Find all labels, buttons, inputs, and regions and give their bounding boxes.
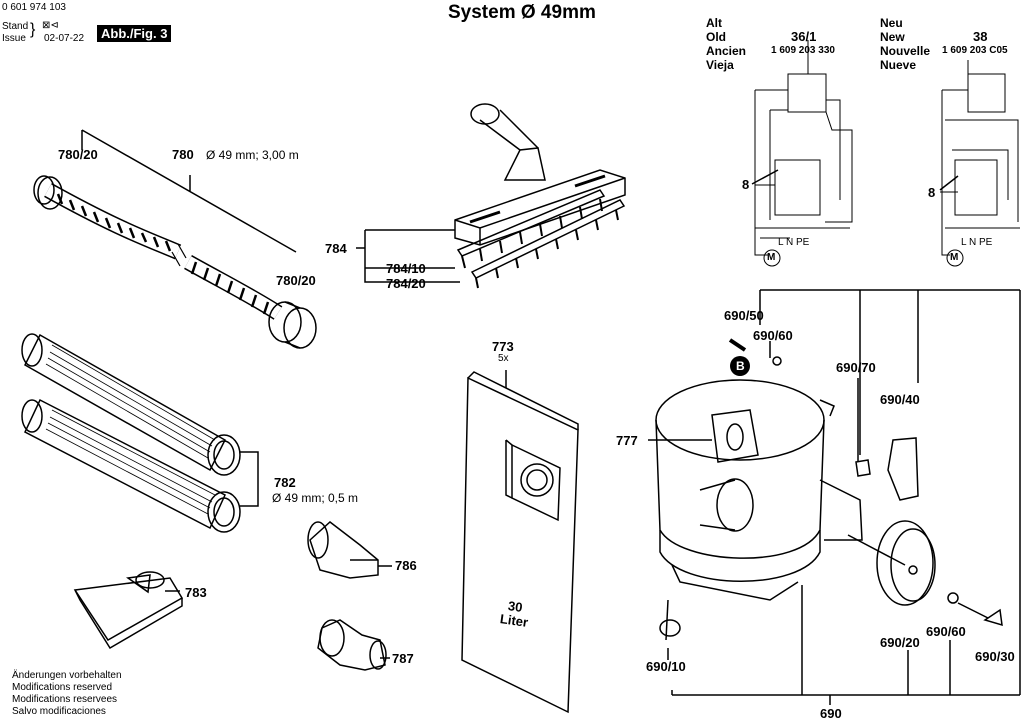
lang-right-2: Nouvelle [880,44,931,58]
figure-label: Abb./Fig. 3 [97,25,172,42]
footer-note-3: Salvo modificaciones [12,706,106,717]
board-label-left: 8 [742,177,750,192]
brace-icon: } [30,21,36,38]
footer-note-2: Modifications reservees [12,694,118,705]
container-690-drawing [655,338,1003,641]
label-780-20-bottom: 780/20 [276,273,316,288]
label-773-qty: 5x [498,353,509,364]
label-777: 777 [616,433,638,448]
marker-b-symbol [730,356,750,376]
marker-b: B [736,359,745,373]
terminals-right: L N PE [961,237,993,248]
extension-tubes-782-drawing [21,333,241,533]
gulley-nozzle-783-drawing [73,571,184,650]
label-690-20: 690/20 [880,635,920,650]
label-780-20-top: 780/20 [58,147,98,162]
label-773: 773 [492,339,514,354]
part-number: 0 601 974 103 [2,2,66,13]
page-title: System Ø 49mm [448,2,596,23]
label-690-60-bottom: 690/60 [926,624,966,639]
old-circuit-schematic [754,40,853,267]
issue-date: 02-07-22 [44,33,85,44]
crevice-nozzle-786-drawing [307,521,379,579]
board-label-right: 8 [928,185,936,200]
lang-left-0: Alt [706,16,722,30]
new-part-number: 1 609 203 C05 [942,45,1008,56]
hose-780-drawing [33,175,317,349]
filter-bag-773-drawing [461,371,579,714]
label-690-60-top: 690/60 [753,328,793,343]
label-787: 787 [392,651,414,666]
label-784-20: 784/20 [386,276,426,291]
label-786: 786 [395,558,417,573]
lang-left-1: Old [706,30,726,44]
label-690-50: 690/50 [724,308,764,323]
upholstery-nozzle-787-drawing [317,619,387,671]
motor-label-left: M [767,252,776,263]
label-690-40: 690/40 [880,392,920,407]
issue-label: Issue [2,33,26,44]
bag-unit: Liter [499,611,530,630]
new-part-label: 38 [973,29,988,44]
terminals-left: L N PE [778,237,810,248]
lang-left-2: Ancien [706,44,747,58]
lang-right-0: Neu [880,16,903,30]
label-782: 782 [274,475,296,490]
label-690-10: 690/10 [646,659,686,674]
label-783: 783 [185,585,207,600]
stand-label: Stand [2,21,29,32]
old-part-label: 36/1 [791,29,817,44]
floor-nozzle-784-drawing [454,103,626,289]
new-circuit-schematic [940,60,1020,267]
label-690: 690 [820,706,842,720]
label-780-spec: Ø 49 mm; 3,00 m [206,148,299,162]
label-784: 784 [325,241,347,256]
footer-note-0: Änderungen vorbehalten [12,670,122,681]
old-part-number: 1 609 203 330 [771,45,835,56]
footer-note-1: Modifications reserved [12,682,113,693]
lang-left-3: Vieja [706,58,734,72]
lang-right-3: Nueve [880,58,917,72]
label-690-30: 690/30 [975,649,1015,664]
label-784-10: 784/10 [386,261,426,276]
label-782-spec: Ø 49 mm; 0,5 m [272,491,359,505]
label-690-70: 690/70 [836,360,876,375]
motor-label-right: M [950,252,959,263]
crossed-stamp-icon: ⊠⊲ [42,20,59,31]
label-780: 780 [172,147,194,162]
lang-right-1: New [880,30,905,44]
